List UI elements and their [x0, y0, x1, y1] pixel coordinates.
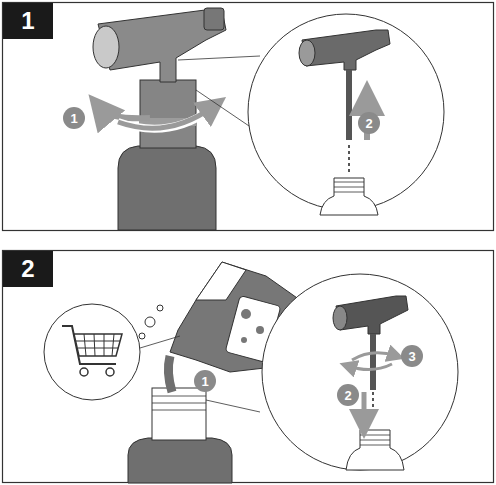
step-number: 1 — [3, 3, 53, 39]
number-text: 1 — [70, 111, 77, 126]
number-text: 1 — [201, 374, 208, 389]
number-text: 3 — [408, 349, 415, 364]
number-text: 2 — [344, 388, 351, 403]
number-text: 1 — [21, 7, 34, 35]
number-text: 2 — [21, 255, 34, 283]
callout-number: 3 — [401, 345, 423, 367]
callout-number: 2 — [358, 112, 380, 134]
callout-number: 1 — [194, 370, 216, 392]
callout-number: 1 — [63, 107, 85, 129]
step-number: 2 — [3, 251, 53, 287]
number-text: 2 — [365, 116, 372, 131]
callout-number: 2 — [337, 384, 359, 406]
